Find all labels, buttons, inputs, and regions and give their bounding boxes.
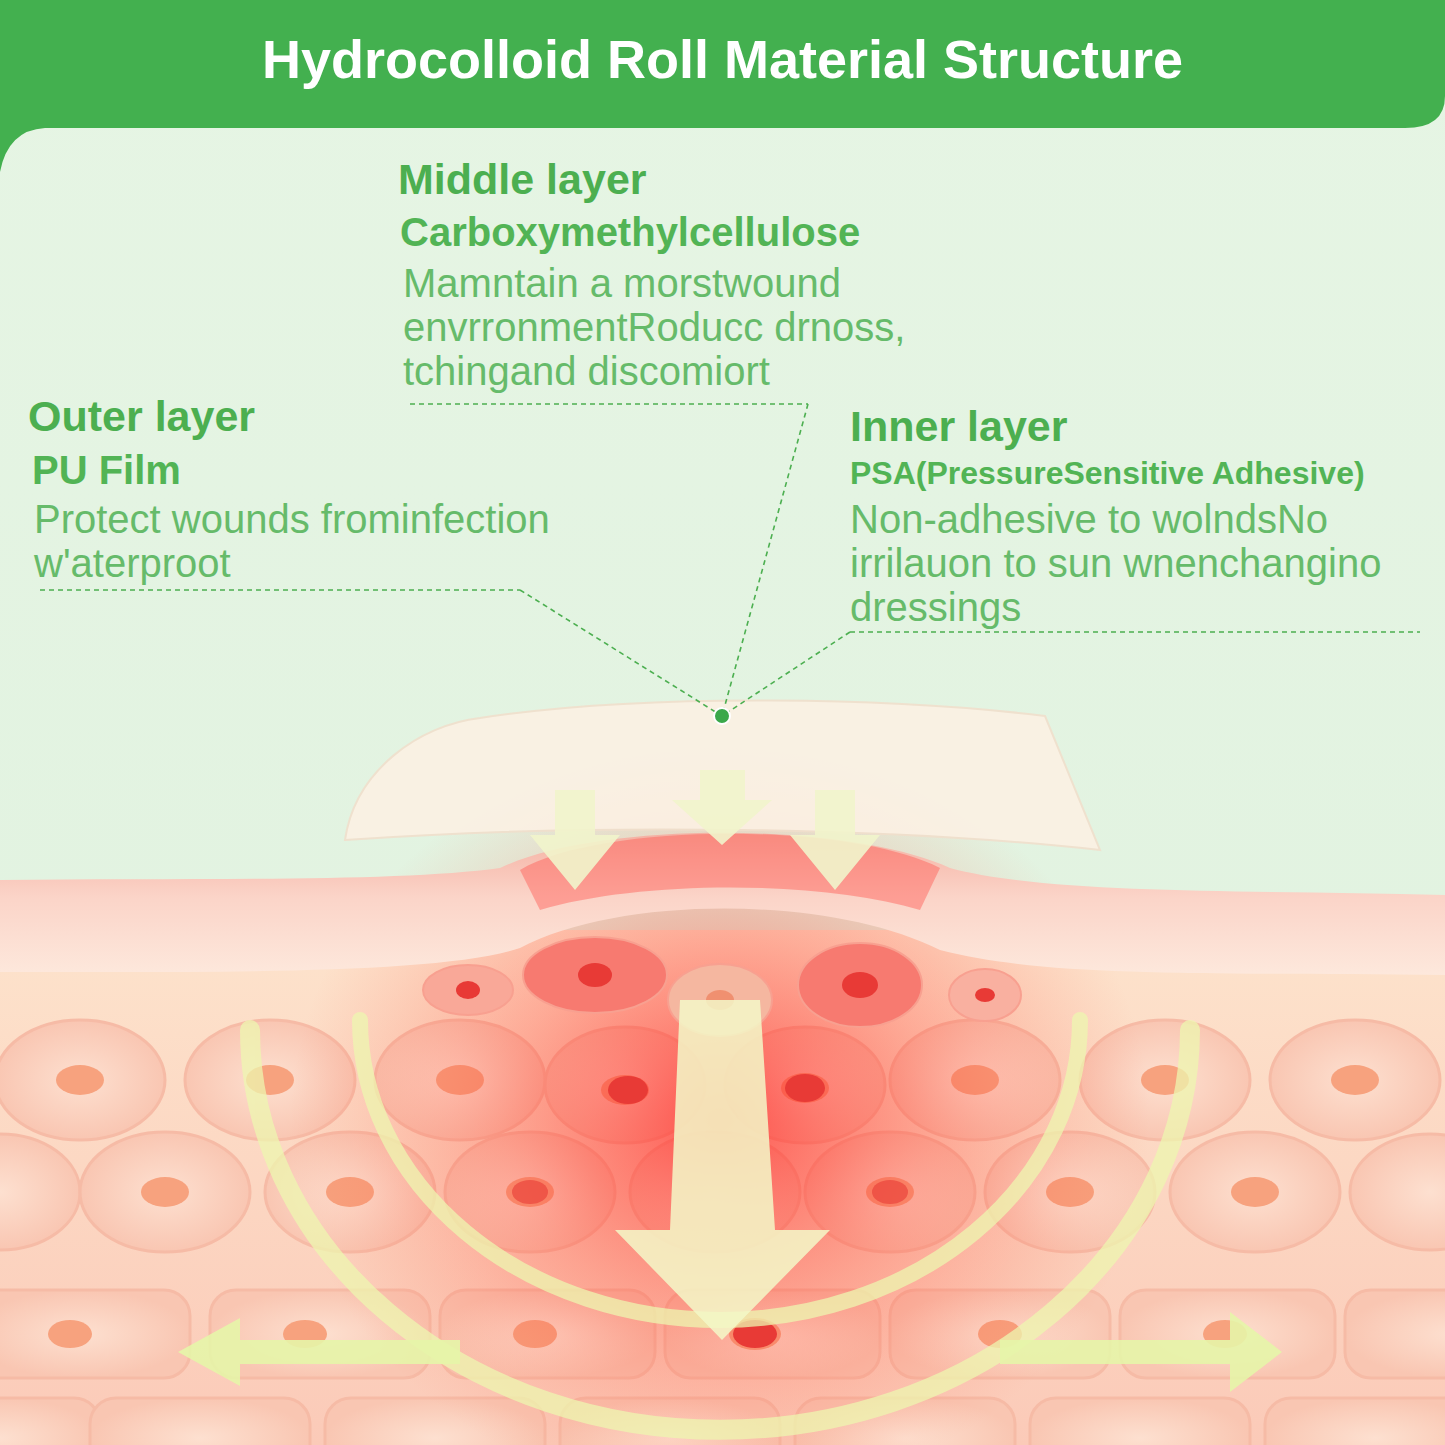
layer-description: Protect wounds frominfection w'aterproot: [34, 497, 554, 585]
layer-description: Mamntain a morstwound envrronmentRoducc …: [403, 261, 973, 393]
layer-heading: Inner layer: [850, 402, 1068, 451]
layer-heading: Outer layer: [28, 392, 255, 441]
layer-heading: Middle layer: [398, 155, 647, 204]
layer-description: Non-adhesive to wolndsNo irrilauon to su…: [850, 497, 1430, 629]
material-name: PSA(PressureSensitive Adhesive): [850, 455, 1365, 492]
material-name: Carboxymethylcellulose: [400, 210, 860, 255]
material-name: PU Film: [32, 448, 181, 493]
banner-title: Hydrocolloid Roll Material Structure: [0, 28, 1445, 90]
